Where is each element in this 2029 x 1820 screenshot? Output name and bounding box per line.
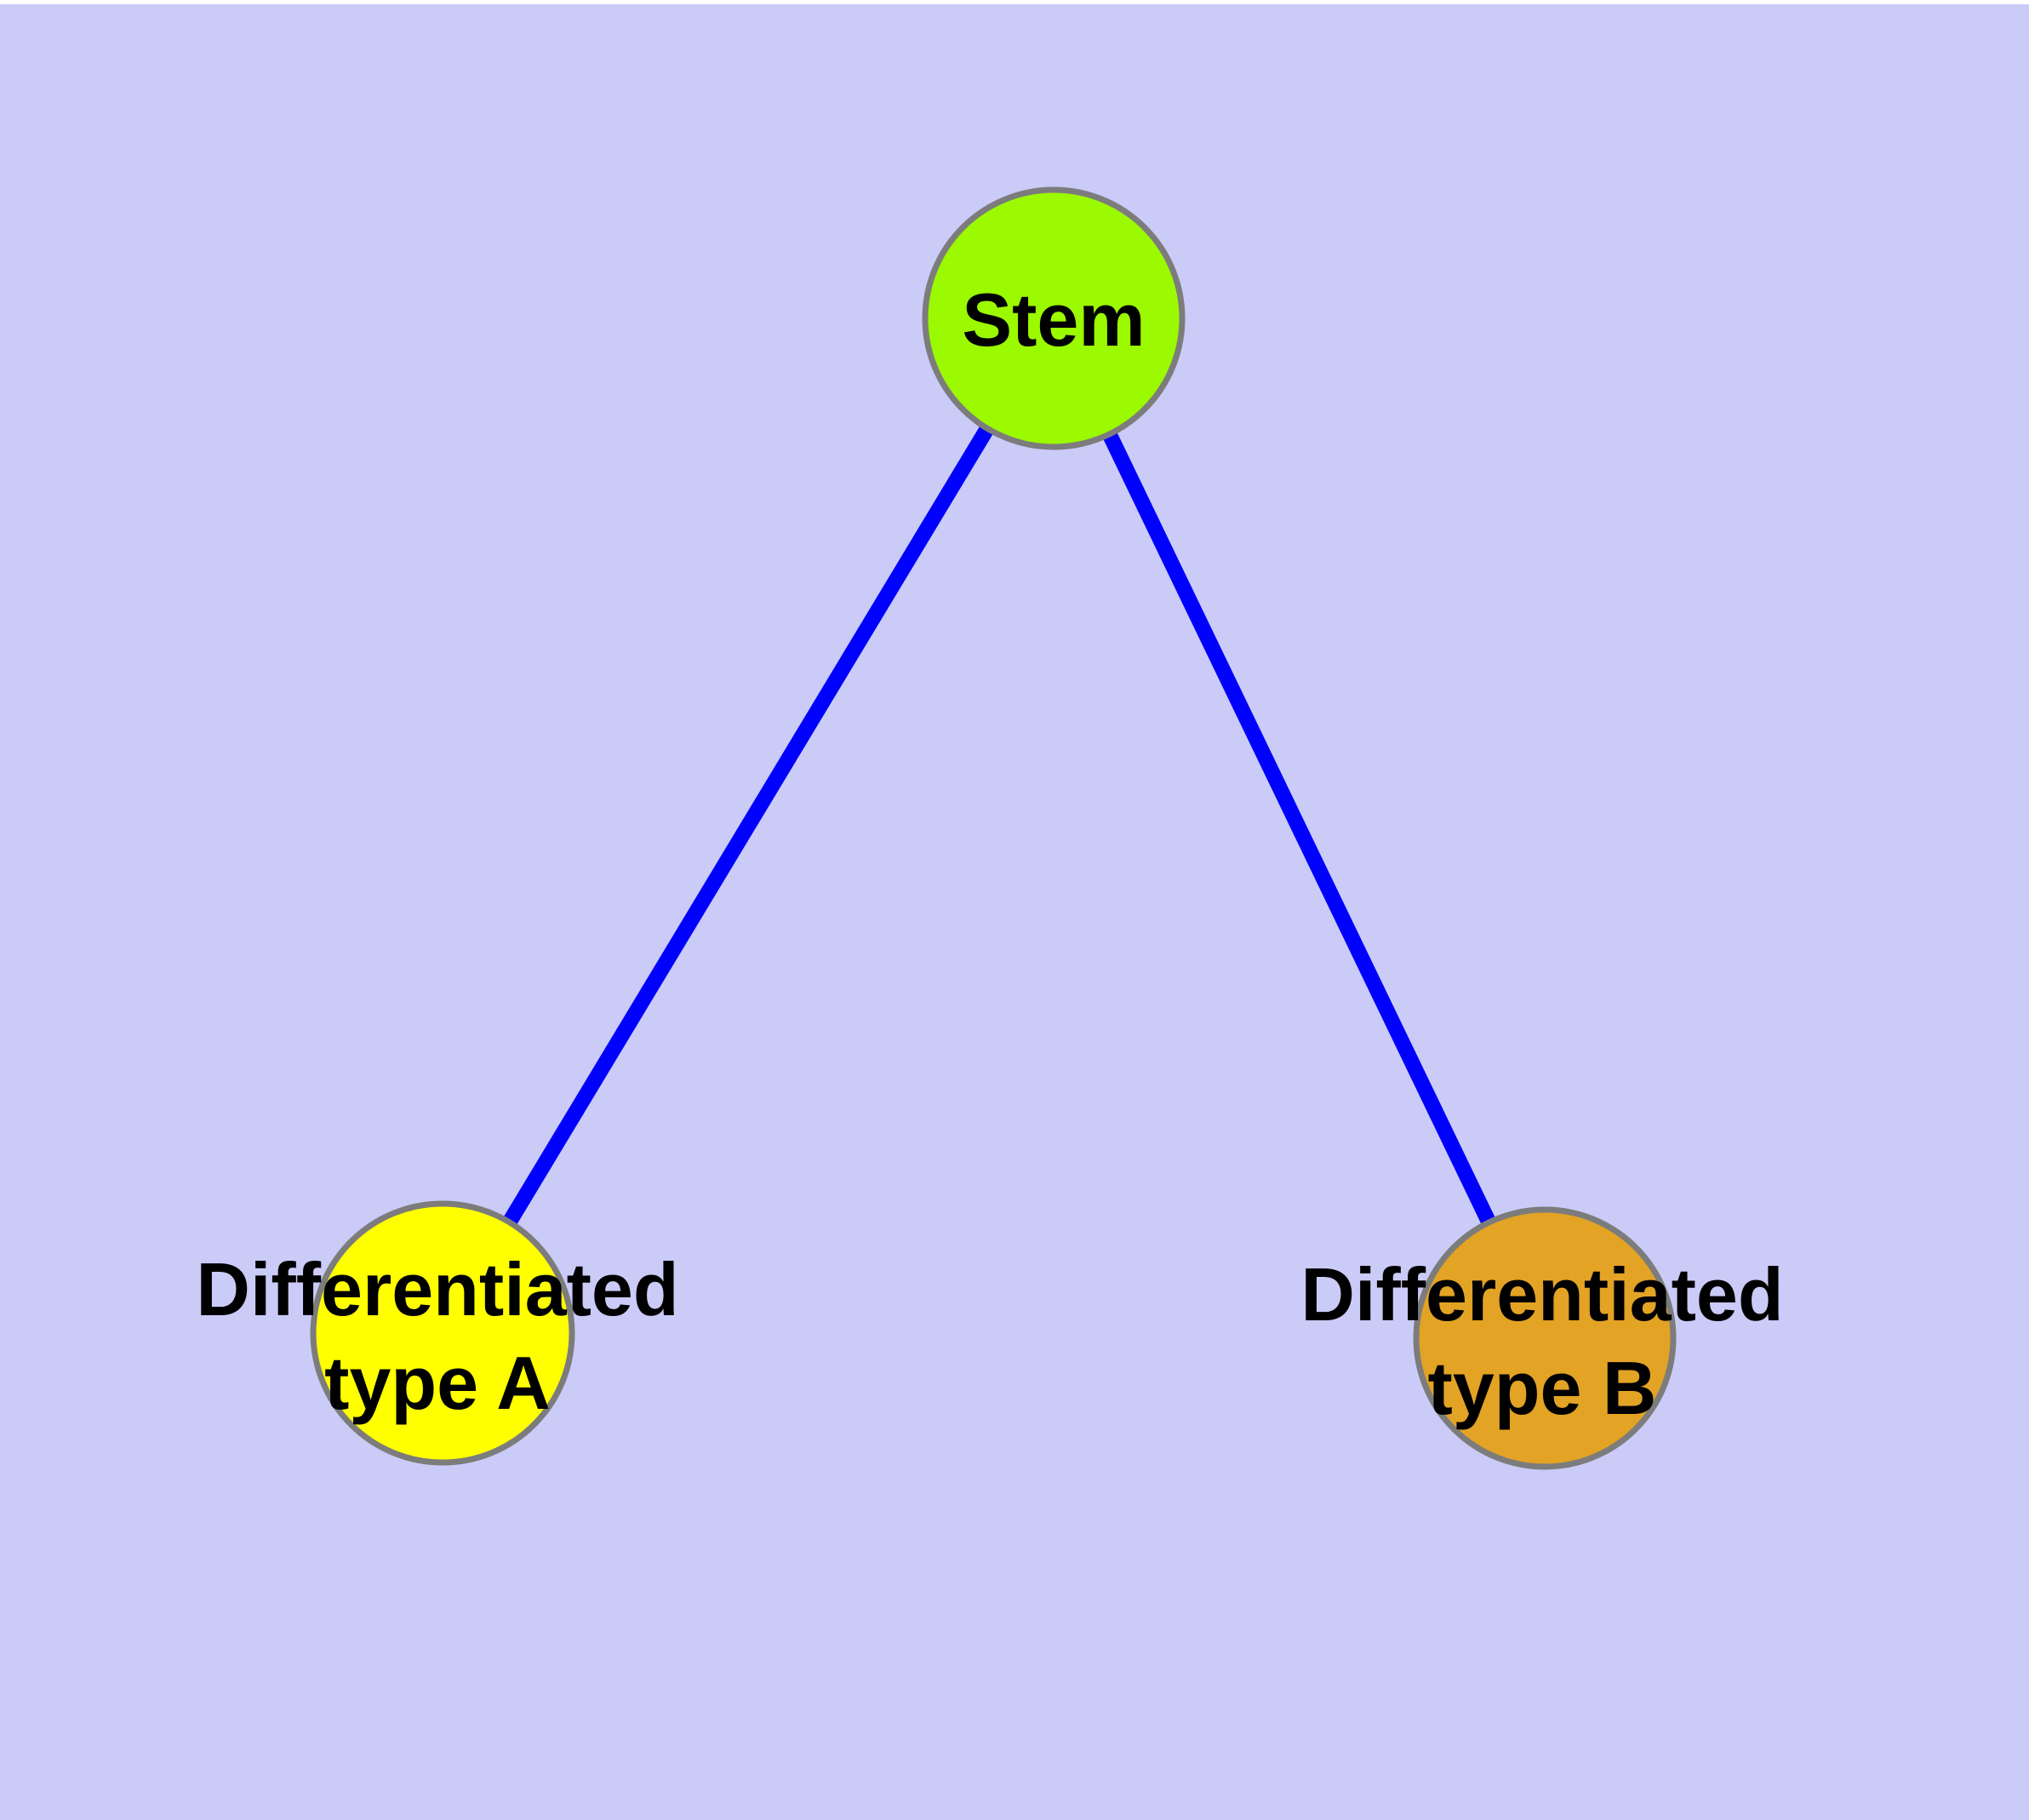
- node-type-a: [310, 1200, 575, 1466]
- node-stem: [922, 186, 1186, 450]
- node-stem-label: Stem: [962, 278, 1146, 362]
- top-edge-strip: [0, 0, 2029, 4]
- node-type-b-label: Differentiated type B: [1300, 1252, 1784, 1430]
- edge-stem-to-type-b: [1046, 315, 1552, 1342]
- edge-stem-to-type-a: [436, 314, 1060, 1337]
- node-type-b: [1413, 1206, 1677, 1470]
- node-type-a-label: Differentiated type A: [196, 1247, 679, 1425]
